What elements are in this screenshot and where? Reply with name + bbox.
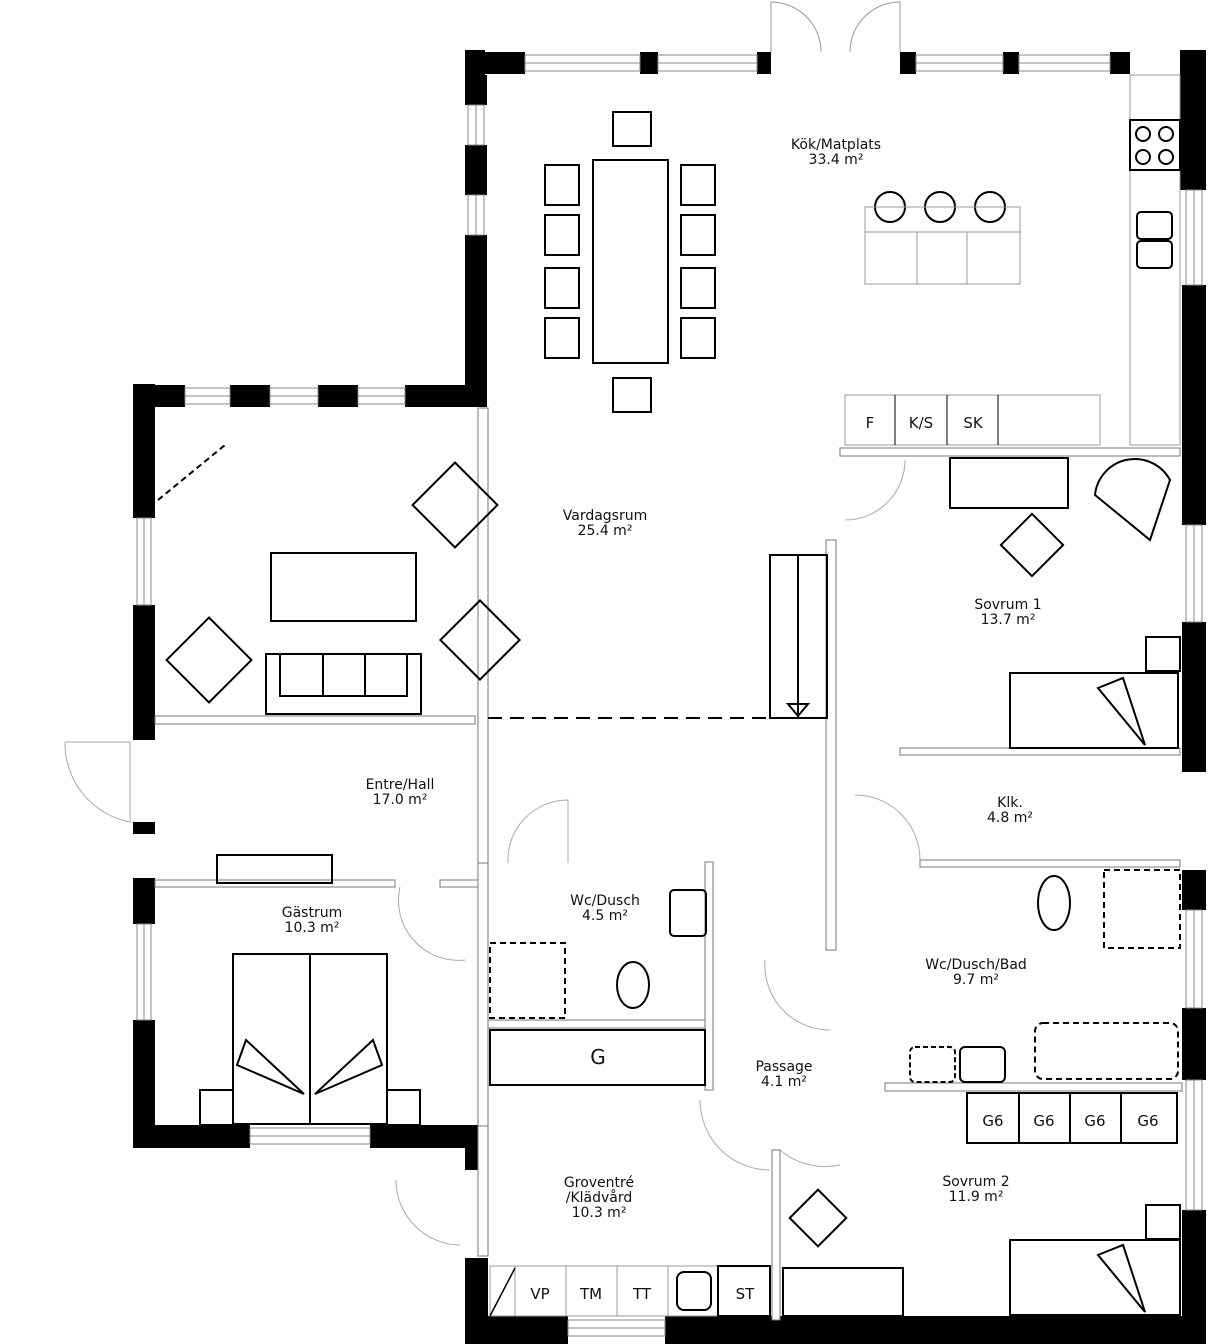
wall [640, 52, 658, 74]
wall [488, 1316, 568, 1344]
room-area: 25.4 m² [577, 523, 633, 539]
fixture-label-g6: G6 [1084, 1112, 1106, 1130]
wall [1182, 622, 1206, 772]
room-label-wcdusch: Wc/Dusch 4.5 m² [570, 894, 640, 924]
fixture-label-g6: G6 [1137, 1112, 1159, 1130]
room-name: Sovrum 1 [974, 597, 1042, 613]
room-area: 4.1 m² [761, 1074, 807, 1090]
fixture-label-sk: SK [963, 414, 983, 432]
wall [900, 52, 916, 74]
wall [1182, 285, 1206, 525]
room-area: 17.0 m² [372, 792, 428, 808]
room-name-2: /Klädvård [565, 1190, 633, 1206]
wall [155, 1125, 250, 1148]
wall [133, 408, 155, 518]
wall [1003, 52, 1019, 74]
room-name: Entre/Hall [365, 777, 435, 793]
room-area: 33.4 m² [808, 152, 864, 168]
fixture-label-tm: TM [579, 1285, 603, 1303]
room-name: Gästrum [281, 905, 343, 921]
wall [133, 822, 155, 834]
room-name: Wc/Dusch/Bad [925, 957, 1027, 973]
room-area: 9.7 m² [953, 972, 999, 988]
room-name: Passage [755, 1059, 813, 1075]
fixture-label-g6: G6 [1033, 1112, 1055, 1130]
room-label-vardagsrum: Vardagsrum 25.4 m² [563, 509, 648, 539]
wall [155, 385, 185, 407]
room-area: 4.8 m² [987, 810, 1033, 826]
fixture-label-vp: VP [530, 1285, 550, 1303]
room-label-sovrum2: Sovrum 2 11.9 m² [942, 1175, 1009, 1205]
room-label-sovrum1: Sovrum 1 13.7 m² [974, 598, 1041, 628]
wall [465, 50, 485, 75]
room-area: 13.7 m² [980, 612, 1036, 628]
room-name: Vardagsrum [562, 508, 648, 524]
room-area: 4.5 m² [582, 908, 628, 924]
wall [465, 235, 487, 325]
room-label-entre: Entre/Hall 17.0 m² [366, 778, 435, 808]
wall [1182, 1008, 1206, 1080]
wall [465, 1258, 488, 1344]
wall [1182, 870, 1206, 910]
wall [230, 385, 270, 407]
room-area: 10.3 m² [571, 1205, 627, 1221]
wall [465, 145, 487, 195]
wall [133, 384, 155, 408]
room-label-passage: Passage 4.1 m² [755, 1060, 812, 1090]
wall [757, 52, 771, 74]
room-name: Groventré [563, 1175, 635, 1191]
fixture-label-fridge: F [865, 414, 875, 432]
wall [318, 385, 358, 407]
fixture-label-g6: G6 [982, 1112, 1004, 1130]
fixture-label-tt: TT [632, 1285, 652, 1303]
fixture-label-wardrobe: G [590, 1045, 606, 1069]
fixture-label-ks: K/S [908, 414, 934, 432]
room-label-kok: Kök/Matplats 33.4 m² [791, 138, 881, 168]
room-label-gastrum: Gästrum 10.3 m² [282, 906, 342, 936]
wall [133, 1020, 155, 1148]
room-name: Sovrum 2 [942, 1174, 1010, 1190]
room-label-klk: Klk. 4.8 m² [987, 796, 1033, 826]
room-label-groventre: Groventré /Klädvård 10.3 m² [564, 1176, 634, 1221]
wall [1110, 52, 1130, 74]
wall [133, 605, 155, 740]
wall [370, 1125, 488, 1148]
fixture-label-st: ST [735, 1285, 755, 1303]
room-name: Kök/Matplats [790, 137, 882, 153]
room-label-wcduschbad: Wc/Dusch/Bad 9.7 m² [925, 958, 1027, 988]
wall [465, 75, 487, 105]
room-name: Klk. [997, 795, 1023, 811]
wall [1180, 50, 1206, 190]
wall [485, 52, 525, 74]
room-area: 11.9 m² [948, 1189, 1004, 1205]
room-name: Wc/Dusch [570, 893, 640, 909]
wall [405, 385, 485, 407]
wall [665, 1316, 1206, 1344]
room-area: 10.3 m² [284, 920, 340, 936]
wall [133, 878, 155, 924]
